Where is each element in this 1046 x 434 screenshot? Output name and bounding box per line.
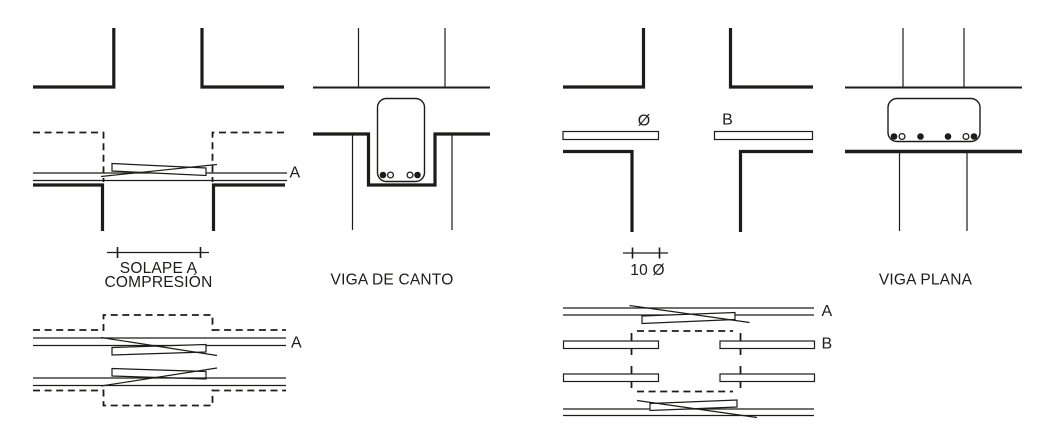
rebar-dot-filled: [379, 171, 387, 179]
dashed-column-face-left: [33, 131, 105, 182]
section-label-a: A: [291, 335, 302, 352]
lower-left-column-outline: [563, 149, 634, 232]
rebar-dot-open: [406, 171, 414, 179]
dashed-column-top: [102, 314, 214, 331]
dimension-ticks: [631, 247, 661, 259]
lower-wall-edges: [351, 135, 453, 230]
viga-plana-section: VIGA PLANA: [845, 28, 1022, 289]
beam-drop-outline: [313, 132, 490, 187]
bar-b-label: B: [722, 112, 733, 129]
row-b-bar-left: [562, 340, 660, 350]
lap-splice-bar-1: [111, 343, 207, 356]
lap-compression-plan: A: [33, 314, 302, 407]
viga-de-canto-title: VIGA DE CANTO: [331, 272, 454, 289]
row-a-label: A: [822, 303, 833, 320]
lower-right-column-outline: [211, 183, 285, 231]
row-b-bar-right: [719, 340, 816, 350]
upper-right-column-outline: [728, 28, 813, 89]
upper-left-column-outline: [563, 28, 646, 89]
upper-left-column-outline: [33, 28, 116, 89]
dashed-column-face-right: [211, 131, 284, 182]
bar-pair-1-lines: [33, 337, 286, 347]
stirrup-outline: [887, 97, 981, 143]
lap-splice-crossing-bar: [100, 163, 218, 178]
anchorage-dimension: 10 Ø: [623, 247, 668, 279]
row-a-crossing-bar: [629, 304, 750, 324]
lap-dimension: SOLAPE A COMPRESIÓN: [105, 247, 213, 291]
lower-right-column-outline: [738, 149, 813, 232]
upper-right-column-outline: [200, 28, 284, 89]
anchorage-plan: A B: [562, 303, 833, 419]
row-a-lap-bar: [641, 311, 736, 325]
anchorage-elevation-top: Ø B 10 Ø: [562, 28, 814, 279]
bar-pair-2-lines: [33, 377, 286, 387]
rebar-dot-filled: [944, 133, 952, 140]
rebar-dot-filled: [414, 171, 421, 179]
row-3-bar-right: [719, 373, 816, 383]
section-label-a: A: [290, 165, 301, 182]
anchored-bar-left: [562, 130, 660, 141]
lap-compression-elevation: A SOLAPE A COMPRESIÓN: [33, 28, 301, 291]
dimension-text-line2: COMPRESIÓN: [105, 274, 213, 291]
row-4-bar-lines: [563, 408, 814, 417]
dimension-text: 10 Ø: [630, 262, 664, 279]
rebar-dot-open: [386, 171, 395, 179]
upper-wall-edges: [357, 28, 446, 87]
row-3-bar-left: [562, 373, 660, 383]
viga-plana-title: VIGA PLANA: [879, 272, 973, 289]
row-b-label: B: [822, 336, 833, 353]
dimension-text-line1: SOLAPE A: [120, 260, 198, 277]
dashed-lap-zone: [637, 330, 733, 393]
rebar-dot-filled: [970, 133, 978, 140]
lap-splice-crossing-bar-1: [100, 336, 218, 357]
anchored-bar-right: [713, 130, 814, 141]
viga-de-canto-section: VIGA DE CANTO: [313, 28, 490, 289]
dimension-ticks: [116, 247, 202, 258]
stirrup-outline: [376, 97, 426, 183]
rebar-dot-filled: [917, 133, 924, 140]
upper-wall-edges: [902, 28, 965, 87]
diameter-label: Ø: [638, 113, 650, 130]
lap-splice-bar-2: [111, 367, 207, 380]
lap-splice-crossing-bar-2: [100, 367, 218, 387]
rebar-dot-open: [962, 132, 970, 141]
dashed-column-bottom: [102, 389, 214, 407]
lap-splice-bar: [111, 162, 207, 177]
rebar-dot-filled: [890, 133, 898, 140]
rebar-dot-open: [898, 132, 906, 141]
lower-left-column-outline: [33, 183, 105, 231]
continuous-bar-lines: [33, 172, 287, 182]
row-4-lap-bar: [649, 399, 738, 412]
row-4-crossing-bar: [636, 399, 758, 419]
lower-wall-edges: [898, 153, 968, 231]
